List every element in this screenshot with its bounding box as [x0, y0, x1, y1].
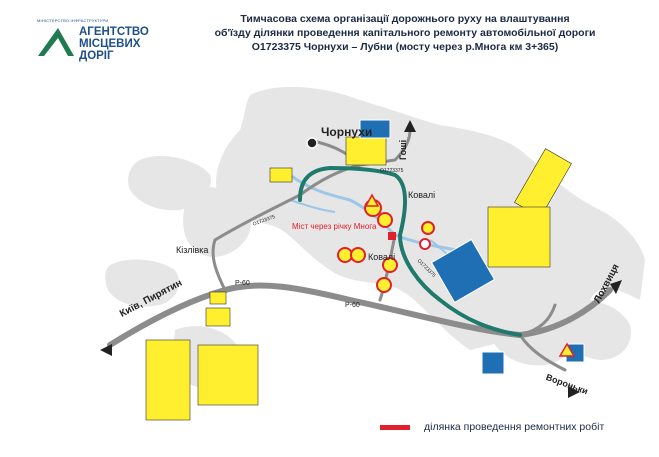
bridge-label: Міст через річку Многа — [292, 222, 377, 231]
legend-repair-text: ділянка проведення ремонтних робіт — [424, 421, 605, 433]
legend-repair-swatch — [380, 425, 410, 430]
chornukhy-marker — [306, 137, 318, 149]
place-kovali-bottom: Ковалі — [368, 252, 396, 262]
repair-section-marker — [388, 232, 396, 240]
title-line-3: О1723375 Чорнухи – Лубни (мосту через р.… — [251, 41, 559, 53]
place-horoshyne: Гоші — [398, 139, 408, 160]
blue-direction-signs — [359, 119, 585, 375]
road-p60-left: Р-60 — [235, 280, 250, 287]
settlement-areas — [105, 86, 645, 389]
title-line-2: об'їзду ділянки проведення капітального … — [214, 27, 596, 39]
yellow-info-panels — [145, 136, 572, 421]
place-kizlivka: Кізлівка — [176, 245, 209, 255]
logo-emblem — [38, 28, 74, 56]
place-chornukhy: Чорнухи — [321, 125, 373, 139]
agency-logo: МІНІСТЕРСТВО ІНФРАСТРУКТУРИ АГЕНТСТВО МІ… — [35, 18, 155, 64]
map-legend: ділянка проведення ремонтних робіт — [380, 421, 630, 435]
place-kovali-top: Ковалі — [408, 190, 436, 200]
logo-line-1: АГЕНТСТВО — [79, 26, 149, 38]
logo-ministry-text: МІНІСТЕРСТВО ІНФРАСТРУКТУРИ — [37, 18, 109, 23]
scheme-title: Тимчасова схема організації дорожнього р… — [210, 12, 600, 54]
logo-line-3: ДОРІГ — [79, 50, 114, 62]
road-signs — [337, 193, 576, 357]
logo-line-2: МІСЦЕВИХ — [79, 38, 141, 50]
title-line-1: Тимчасова схема організації дорожнього р… — [240, 13, 570, 25]
road-code-top: О1723375 — [380, 168, 404, 174]
road-p60-center: Р-60 — [345, 302, 360, 309]
direction-arrows — [100, 120, 622, 398]
detour-route — [298, 165, 522, 337]
